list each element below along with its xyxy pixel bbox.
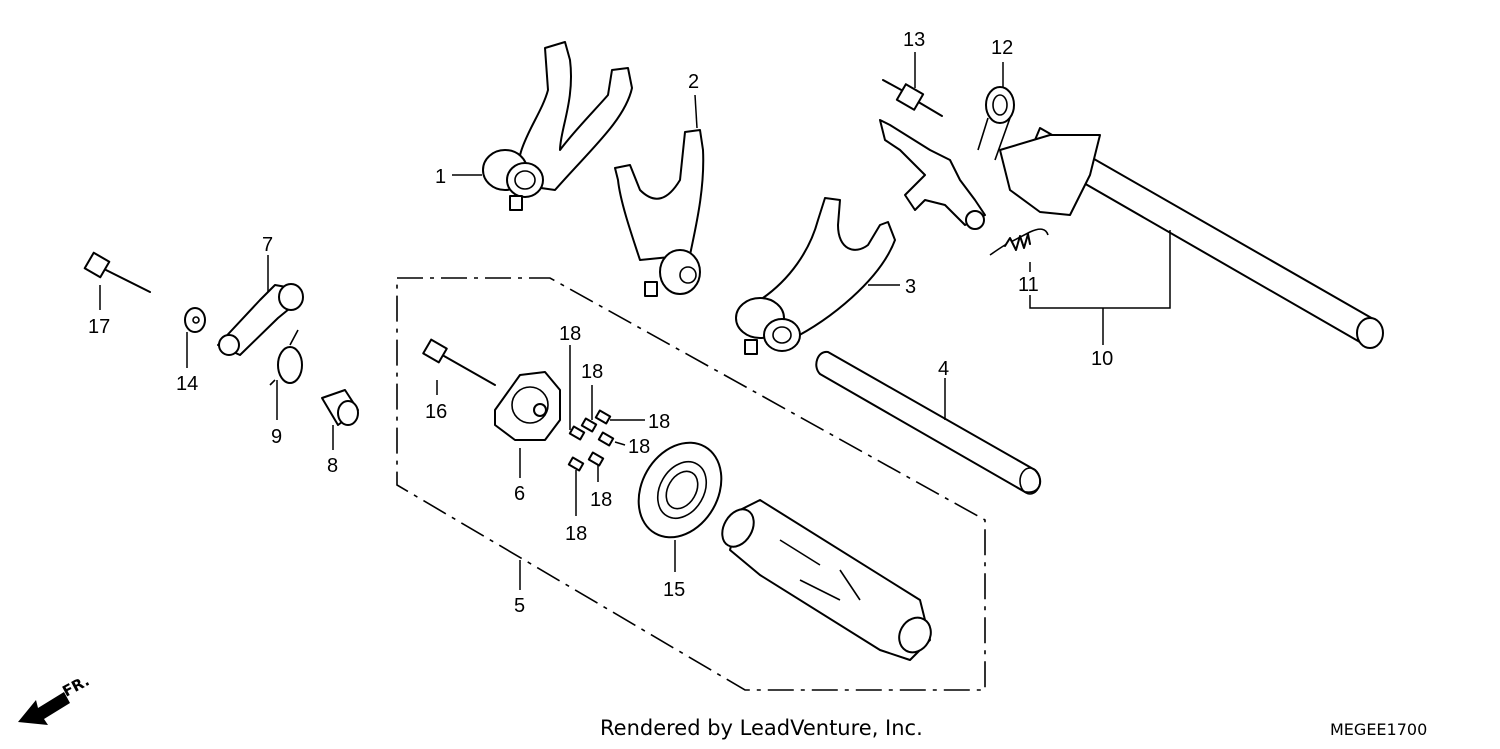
shift-drum-plate-6[interactable] — [494, 371, 561, 441]
callout-7: 7 — [262, 234, 273, 256]
callout-12: 12 — [991, 37, 1013, 59]
callout-2: 2 — [688, 71, 699, 93]
callout-3: 3 — [905, 276, 916, 298]
shift-fork-2[interactable] — [614, 129, 705, 297]
assembly-outline-5 — [396, 277, 986, 691]
callout-18-a: 18 — [559, 323, 581, 345]
callout-9: 9 — [271, 426, 282, 448]
callout-18-f: 18 — [565, 523, 587, 545]
collar-8[interactable] — [321, 389, 359, 426]
callout-14: 14 — [176, 373, 198, 395]
callout-16: 16 — [425, 401, 447, 423]
callout-18-d: 18 — [628, 436, 650, 458]
callout-15: 15 — [663, 579, 685, 601]
callout-17: 17 — [88, 316, 110, 338]
stopper-arm-7[interactable] — [217, 283, 304, 356]
front-direction-arrow: FR. — [18, 672, 92, 725]
fork-shaft-4[interactable] — [815, 350, 1042, 495]
bolt-13[interactable] — [882, 79, 943, 117]
shift-drum[interactable] — [716, 499, 937, 661]
bolt-17[interactable] — [83, 251, 151, 293]
leader-lines — [99, 52, 1171, 590]
callout-18-c: 18 — [648, 411, 670, 433]
callout-4: 4 — [938, 358, 949, 380]
callout-5: 5 — [514, 595, 525, 617]
callout-13: 13 — [903, 29, 925, 51]
callout-18-e: 18 — [590, 489, 612, 511]
callout-10: 10 — [1091, 348, 1113, 370]
gearshift-spindle-10[interactable] — [879, 119, 1384, 349]
callout-8: 8 — [327, 455, 338, 477]
callout-1: 1 — [435, 166, 446, 188]
bolt-16[interactable] — [422, 338, 496, 386]
torsion-spring-12[interactable] — [977, 86, 1015, 161]
callout-numbers: 1 2 3 4 5 6 7 8 9 10 11 12 13 14 15 16 1… — [88, 29, 1113, 617]
shift-fork-1[interactable] — [482, 41, 633, 211]
rendered-by-credit: Rendered by LeadVenture, Inc. — [600, 716, 923, 740]
diagram-code: MEGEE1700 — [1330, 720, 1428, 739]
shift-fork-3[interactable] — [735, 197, 896, 355]
callout-11: 11 — [1018, 274, 1039, 296]
callout-18-b: 18 — [581, 361, 603, 383]
washer-14[interactable] — [184, 307, 206, 333]
callout-6: 6 — [514, 483, 525, 505]
pins-18[interactable] — [567, 409, 615, 472]
return-spring-11[interactable] — [989, 228, 1049, 256]
bearing-15[interactable] — [622, 428, 738, 553]
stopper-spring-9[interactable] — [269, 329, 303, 386]
